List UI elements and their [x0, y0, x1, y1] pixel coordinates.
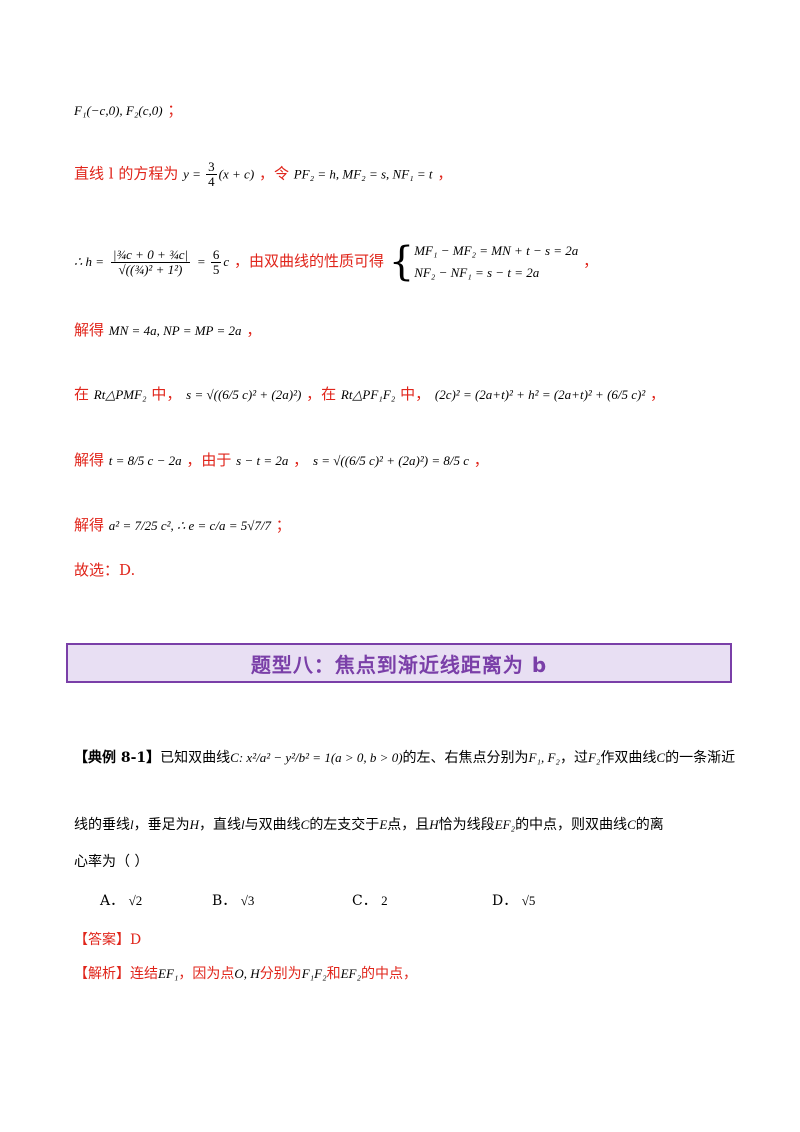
brace: {: [388, 239, 415, 285]
math: F₂: [587, 750, 601, 765]
math: ∴ h =: [74, 254, 105, 269]
punct: ，: [650, 385, 666, 403]
example-tag: 【典例 8-1】: [74, 750, 161, 766]
text: 的左、右焦点分别为: [402, 750, 529, 766]
text: 的一条渐近: [665, 750, 736, 766]
text: ，过: [559, 750, 588, 766]
math: y =: [183, 166, 205, 182]
math: Rt△PMF₂: [93, 387, 147, 402]
punct: ，: [473, 451, 489, 469]
example-line-1: 【典例 8-1】已知双曲线C: x²/a² − y²/b² = 1(a > 0,…: [74, 748, 735, 768]
solution-line-1: F₁(−c,0), F₂(c,0) ；: [74, 100, 182, 121]
example-line-2: 线的垂线l，垂足为H，直线l与双曲线C的左支交于E点，且H恰为线段EF₂的中点，…: [74, 817, 664, 833]
text: 在: [74, 385, 90, 403]
math: a² = 7/25 c², ∴ e = c/a = 5√7/7: [108, 518, 271, 533]
text: 中，: [400, 385, 431, 403]
option-d[interactable]: D． √5: [492, 893, 536, 909]
analysis-tag: 【解析】: [74, 966, 130, 982]
math: MN = 4a, NP = MP = 2a: [108, 323, 242, 338]
punct: ，: [437, 164, 453, 183]
math: (x + c): [218, 166, 255, 182]
text: 中，: [151, 385, 182, 403]
math: =: [196, 254, 209, 269]
text: ，在: [306, 385, 337, 403]
text: 作双曲线: [600, 750, 657, 766]
math: F₁, F₂: [528, 750, 560, 765]
math: (2c)² = (2a+t)² + h² = (2a+t)² + (6/5 c)…: [434, 387, 646, 402]
foci-expression: F₁(−c,0), F₂(c,0): [74, 103, 163, 118]
math: s = √((6/5 c)² + (2a)²): [186, 387, 302, 402]
section-banner: 题型八：焦点到渐近线距离为 b: [66, 643, 732, 683]
math: C: [656, 750, 666, 765]
solution-line-7: 解得 a² = 7/25 c², ∴ e = c/a = 5√7/7 ；: [74, 515, 291, 536]
punct: ；: [167, 101, 183, 119]
option-c[interactable]: C． 2: [352, 893, 388, 909]
section-title: 题型八：焦点到渐近线距离为 b: [250, 652, 548, 677]
option-b[interactable]: B． √3: [212, 893, 255, 909]
punct: ，: [583, 252, 599, 270]
math: PF₂ = h, MF₂ = s, NF₁ = t: [293, 166, 433, 182]
line-eq-label: 直线 l 的方程为: [74, 164, 179, 183]
punct: ，: [246, 321, 262, 339]
punct: ；: [275, 516, 291, 534]
math: Rt△PF₁F₂: [340, 387, 396, 402]
text: ，由于: [186, 451, 232, 469]
analysis-line: 【解析】连结EF₁，因为点O, H分别为F₁F₂和EF₂的中点，: [74, 966, 418, 982]
text: 解得: [74, 321, 105, 339]
math: s = √((6/5 c)² + (2a)²) = 8/5 c: [312, 453, 470, 468]
answer-choice: 故选：D.: [74, 561, 136, 579]
math: t = 8/5 c − 2a: [108, 453, 182, 468]
answer-line: 【答案】D: [74, 930, 141, 950]
solution-line-5: 在 Rt△PMF₂ 中， s = √((6/5 c)² + (2a)²) ，在 …: [74, 384, 665, 405]
text: 解得: [74, 451, 105, 469]
solution-line-4: 解得 MN = 4a, NP = MP = 2a ，: [74, 320, 261, 341]
text: 解得: [74, 516, 105, 534]
distance-fraction: |¾c + 0 + ¾c|√((¾)² + 1²): [110, 246, 191, 277]
option-a[interactable]: A． √2: [100, 893, 143, 909]
text: 已知双曲线: [160, 750, 231, 766]
answer-value: D: [130, 932, 142, 948]
text: ，令: [258, 164, 289, 183]
example-line-3: 心率为（ ）: [74, 854, 149, 870]
math: s − t = 2a: [236, 453, 289, 468]
math: C: x²/a² − y²/b² = 1(a > 0, b > 0): [230, 750, 403, 765]
text: ，由双曲线的性质可得: [233, 252, 384, 270]
answer-tag: 【答案】: [74, 932, 130, 948]
text: ，: [293, 451, 309, 469]
solution-line-6: 解得 t = 8/5 c − 2a ，由于 s − t = 2a ， s = √…: [74, 450, 489, 471]
